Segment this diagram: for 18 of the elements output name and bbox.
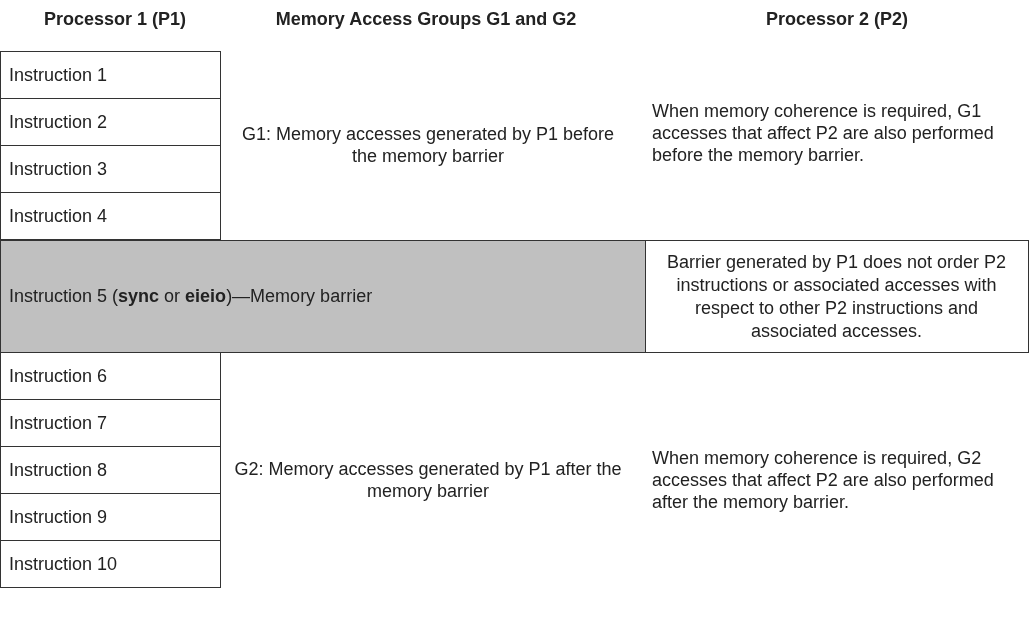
note-box: Barrier generated by P1 does not order P2 instructions or associated accesses with respect to other P2 instructions and associated accesses.: [645, 240, 1029, 353]
instruction-box: Instruction 2: [0, 98, 221, 146]
group-description: G2: Memory accesses generated by P1 after the memory barrier: [233, 458, 623, 502]
note-text: When memory coherence is required, G2 accesses that affect P2 are also performed after the memory barrier.: [652, 447, 995, 513]
note-text: When memory coherence is required, G1 accesses that affect P2 are also performed before the memory barrier.: [652, 100, 995, 166]
column-heading: Processor 2 (P2): [764, 8, 910, 30]
instruction-box: Instruction 6: [0, 352, 221, 400]
instruction-box: Instruction 7: [0, 399, 221, 447]
instruction-box: Instruction 8: [0, 446, 221, 494]
column-heading: Processor 1 (P1): [42, 8, 188, 30]
instruction-box: Instruction 10: [0, 540, 221, 588]
instruction-box: Instruction 1: [0, 51, 221, 99]
instruction-box: Instruction 3: [0, 145, 221, 193]
column-heading: Memory Access Groups G1 and G2: [274, 8, 578, 30]
instruction-box: Instruction 4: [0, 192, 221, 240]
barrier-band: Instruction 5 (sync or eieio)—Memory barrier: [0, 240, 646, 353]
group-description: G1: Memory accesses generated by P1 before the memory barrier: [240, 123, 616, 167]
instruction-box: Instruction 9: [0, 493, 221, 541]
